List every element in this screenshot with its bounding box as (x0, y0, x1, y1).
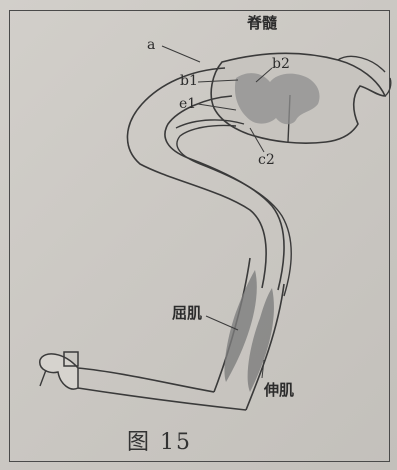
spinal-cord-label: 脊髓 (247, 16, 277, 31)
sensory-arrow (40, 370, 46, 386)
label-e1: e1 (179, 97, 196, 111)
figure-caption: 图 15 (127, 424, 192, 456)
flexor-label: 屈肌 (172, 306, 202, 321)
label-a: a (147, 38, 155, 52)
extensor-label: 伸肌 (264, 383, 294, 398)
label-b2: b2 (272, 57, 290, 71)
pointer-a (162, 46, 200, 62)
label-b1: b1 (180, 74, 198, 88)
label-c2: c2 (258, 153, 275, 167)
